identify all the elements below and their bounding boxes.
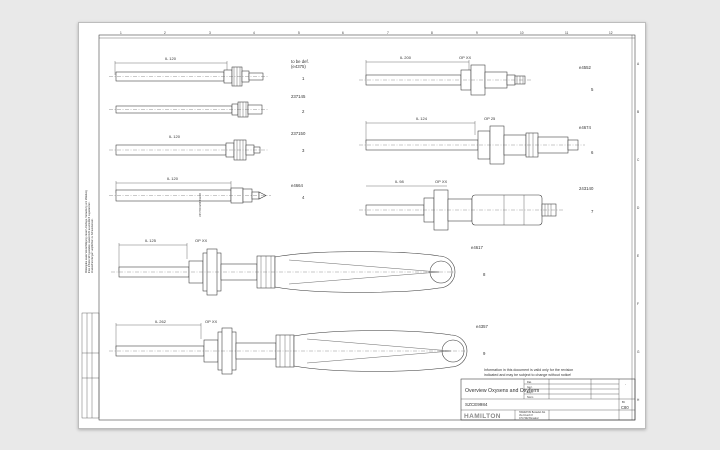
company-line: HAMILTON Bonaduz AG	[519, 411, 545, 414]
part-4-code: e4664	[291, 183, 304, 188]
company-line: Via Crusch 8	[519, 414, 533, 417]
note-line: Weitergabe sowie Vervielfältigung dieser…	[85, 189, 88, 273]
svg-text:OXYFERM FDA 120: OXYFERM FDA 120	[198, 193, 202, 217]
copyright-note: Weitergabe sowie Vervielfältigung dieser…	[85, 189, 94, 273]
part-9-length-label: IL 262	[155, 319, 167, 324]
part-5-drawing: IL 200 OP XX	[359, 55, 531, 96]
part-8-length-label: IL 125	[145, 238, 157, 243]
part-7-length-label: IL 98	[395, 179, 405, 184]
drawing-title: Overview Oxysens and Oxyferm	[465, 388, 539, 394]
part-3-length-label: IL 120	[169, 134, 181, 139]
ruler-label: 1	[120, 31, 122, 35]
ruler-label: C	[637, 158, 640, 162]
ruler-label: B	[637, 110, 639, 114]
part-6-index: 6	[591, 150, 594, 155]
ruler-label: 12	[609, 31, 613, 35]
part-4-engraving: OXYFERM FDA 120	[198, 193, 202, 217]
title-row-label: Gepr.	[527, 390, 534, 394]
ruler-label: H	[637, 398, 640, 402]
part-9-index: 9	[483, 351, 486, 356]
part-2-code: 237145	[291, 94, 306, 99]
side-ruler: A B C D E F G H	[637, 62, 640, 402]
part-9-drawing: IL 262 OP XX	[109, 319, 468, 375]
part-3-code: 237150	[291, 131, 306, 136]
part-2-index: 2	[302, 109, 305, 114]
ruler-label: 9	[476, 31, 478, 35]
ruler-label: 5	[298, 31, 300, 35]
part-3-drawing: IL 120	[109, 134, 269, 161]
part-1-index: 1	[302, 76, 305, 81]
part-4-index: 4	[302, 195, 305, 200]
revision-state: -	[625, 382, 626, 386]
ruler-label: 2	[164, 31, 166, 35]
ruler-label: 7	[387, 31, 389, 35]
technical-drawing: 1 2 3 4 5 6 7 8 9 10 11 12 A B C D E F G…	[81, 31, 640, 421]
ruler-label: 10	[520, 31, 524, 35]
validity-notice-line-1: Information in this document is valid on…	[484, 368, 573, 372]
part-6-drawing: IL 124 OP 25	[359, 116, 585, 165]
part-8-op-label: OP XX	[195, 238, 207, 243]
drawing-sheet: 1 2 3 4 5 6 7 8 9 10 11 12 A B C D E F G…	[78, 22, 646, 429]
part-5-code: e4552	[579, 65, 592, 70]
revision-table	[81, 312, 100, 419]
hamilton-logo: HAMILTON	[464, 413, 501, 420]
part-8-code: e4617	[471, 245, 484, 250]
ruler-label: 8	[431, 31, 433, 35]
part-1-length-label: IL 120	[165, 56, 177, 61]
title-row-label: Gez.	[527, 385, 533, 389]
ruler-label: E	[637, 254, 639, 258]
drawing-frame	[98, 34, 636, 421]
ruler-label: G	[637, 350, 640, 354]
part-1-code-alt: (e4375)	[291, 64, 306, 69]
part-6-length-label: IL 124	[416, 116, 428, 121]
part-4-length-label: IL 120	[167, 176, 179, 181]
ruler-label: A	[637, 62, 640, 66]
part-8-drawing: IL 125 OP XX	[111, 238, 456, 296]
part-8-index: 8	[483, 272, 486, 277]
title-row-label: Norm	[527, 395, 533, 399]
part-1-drawing: IL 120	[109, 56, 269, 87]
part-2-drawing	[109, 101, 269, 118]
part-4-drawing: IL 120 OXYFERM FDA 120	[109, 176, 271, 217]
title-row-label: Dat.	[527, 380, 532, 384]
part-1-code: to be def.	[291, 59, 309, 64]
part-7-index: 7	[591, 209, 594, 214]
validity-notice-line-2: indicated and may be subject to change w…	[484, 373, 571, 377]
part-6-code: e4674	[579, 125, 592, 130]
company-line: CH-7402 Bonaduz	[519, 417, 539, 420]
ruler-label: 11	[565, 31, 569, 35]
ruler-label: F	[637, 302, 639, 306]
ruler-label: 4	[253, 31, 255, 35]
title-block	[460, 378, 636, 421]
part-9-code: e4357	[476, 324, 489, 329]
part-5-length-label: IL 200	[400, 55, 412, 60]
note-line: ihres Inhalts nicht gestattet, soweit ni…	[88, 201, 91, 273]
part-6-op-label: OP 25	[484, 116, 496, 121]
part-5-op-label: OP XX	[459, 55, 471, 60]
part-7-code: 243140	[579, 186, 594, 191]
ruler-label: 6	[342, 31, 344, 35]
sheet-label: Bl.	[622, 400, 625, 404]
ruler-label: 3	[209, 31, 211, 35]
document-number: SZCE9984	[465, 402, 488, 407]
part-5-index: 5	[591, 87, 594, 92]
ruler-label: D	[637, 206, 640, 210]
sheet-format: C80	[621, 405, 629, 410]
note-line: Zuwiderhandlungen verpflichten zu Schade…	[91, 218, 94, 273]
top-ruler: 1 2 3 4 5 6 7 8 9 10 11 12	[120, 31, 613, 35]
part-7-drawing: IL 98 OP XX	[359, 179, 563, 231]
part-3-index: 3	[302, 148, 305, 153]
part-7-op-label: OP XX	[435, 179, 447, 184]
part-9-op-label: OP XX	[205, 319, 217, 324]
